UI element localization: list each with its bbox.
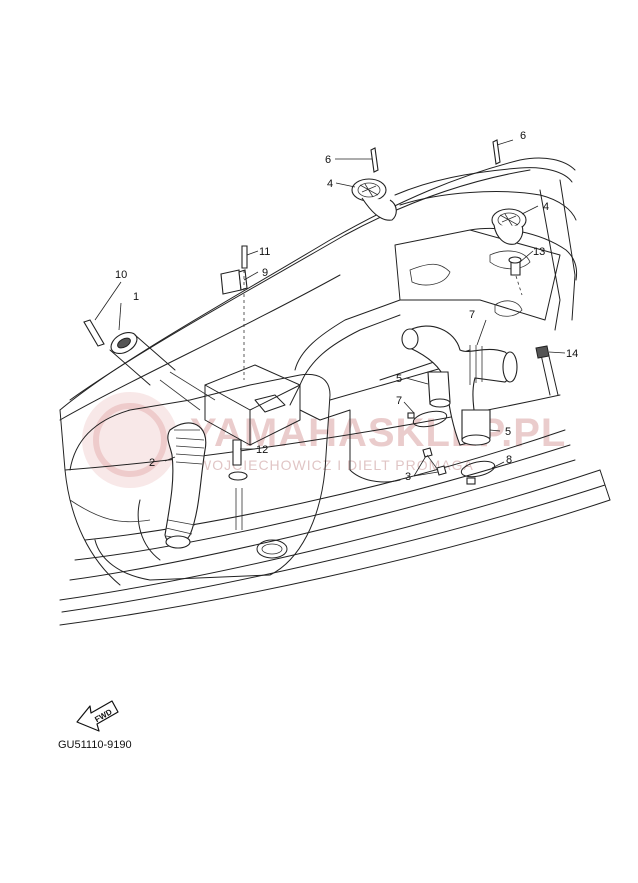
callout-4-right: 4 [543, 201, 549, 213]
part-11-stud [228, 439, 248, 530]
part-14-clip [535, 345, 550, 359]
part-3-pin [83, 319, 105, 347]
callout-labels: 10 1 2 6 6 4 4 11 9 12 13 14 7 5 5 7 8 3 [115, 130, 578, 483]
callout-5-upper: 5 [396, 373, 402, 385]
part-1-vent-cover [109, 331, 176, 386]
callout-8: 3 [405, 471, 411, 483]
callout-1: 1 [133, 291, 139, 303]
callout-2: 2 [149, 457, 155, 469]
callout-11: 12 [256, 444, 268, 456]
callout-14: 14 [566, 348, 578, 360]
callout-6-right: 6 [520, 130, 526, 142]
part-2-duct-hose [164, 422, 207, 549]
part-5-hose-lower [461, 409, 491, 446]
callout-13: 13 [533, 246, 545, 258]
watermark-title: YAMAHASKLEP.PL [190, 411, 566, 455]
watermark-subtitle: WOJCIECHOWICZ I DIELT PROMAGA [198, 457, 474, 473]
part-4-vent-right [491, 208, 527, 245]
hull-outline [59, 157, 611, 626]
part-13-fitting [508, 256, 523, 296]
leader-lines [94, 139, 566, 477]
callout-10: 11 [259, 246, 270, 258]
part-4-vent-left [351, 178, 397, 221]
callout-9: 9 [262, 267, 268, 279]
callout-6-left: 6 [325, 154, 331, 166]
part-5-hose-upper [427, 371, 451, 408]
callout-4-left: 4 [327, 178, 333, 190]
watermark: YAMAHASKLEP.PL WOJCIECHOWICZ I DIELT PRO… [82, 392, 566, 488]
part-7-clamp-upper [407, 410, 448, 428]
fwd-arrow-icon: FWD [76, 700, 119, 732]
part-7-clamp-lower [460, 460, 496, 485]
part-12-duct-elbow [401, 325, 518, 446]
part-9-switch [220, 269, 248, 295]
callout-5-lower: 5 [505, 426, 511, 438]
part-10-bolt [241, 245, 248, 380]
callout-7-lower: 8 [506, 454, 512, 466]
part-8-screws [422, 447, 447, 476]
part-6-bolts [370, 139, 501, 173]
callout-3: 10 [115, 269, 127, 281]
callout-7-upper: 7 [396, 395, 402, 407]
figure-code: GU51110-9190 [58, 739, 132, 751]
callout-12: 7 [469, 309, 475, 321]
